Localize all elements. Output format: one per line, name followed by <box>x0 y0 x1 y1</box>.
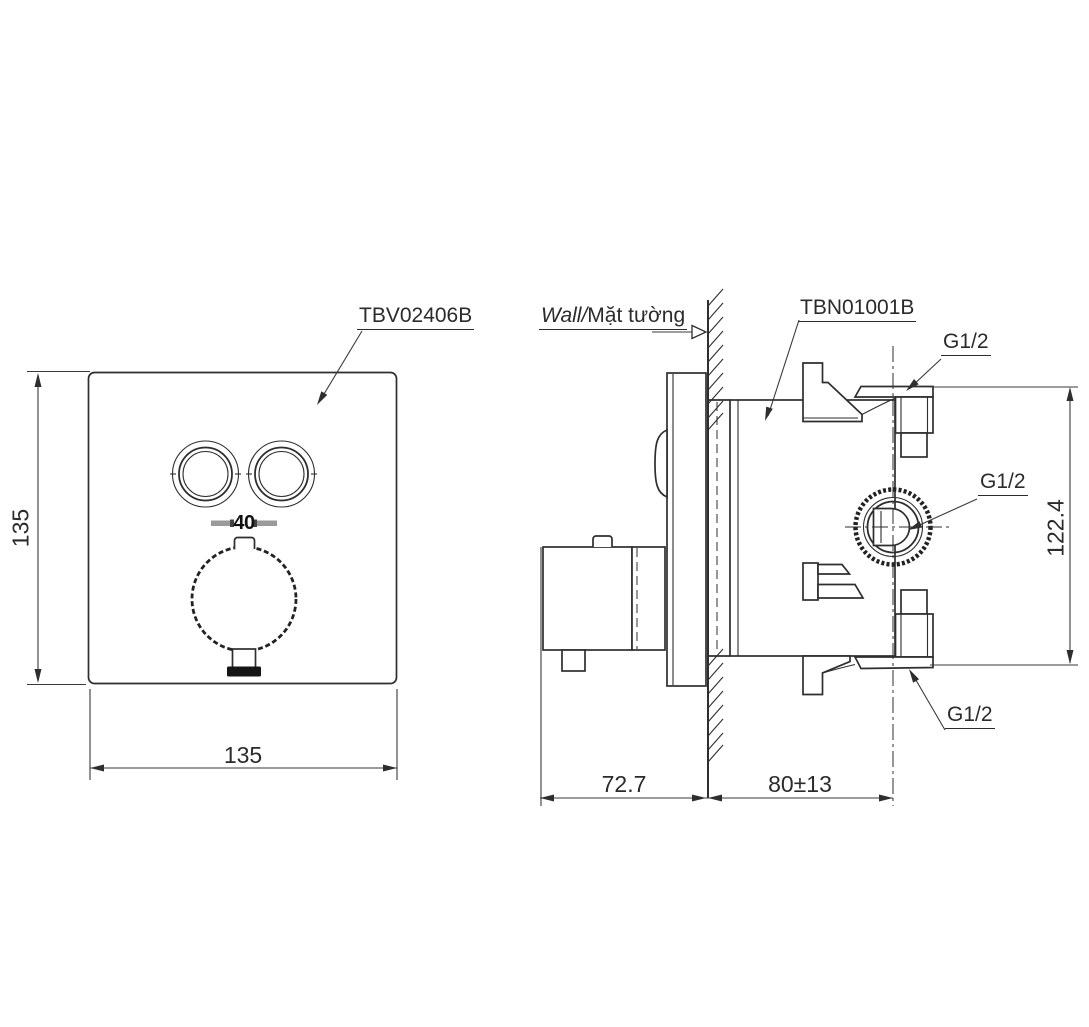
trim-label-leader <box>317 330 363 405</box>
front-width-dimension <box>89 689 398 780</box>
wall-hatching-bottom <box>707 648 724 763</box>
knob-top-notch <box>233 536 256 549</box>
g12-bottom-label: G1/2 <box>945 703 995 730</box>
port-bottom <box>853 589 934 670</box>
trim-depth-value: 72.7 <box>601 771 647 797</box>
wall-label-vi: Mặt tường <box>587 304 686 327</box>
knob-bottom-tab <box>231 648 257 670</box>
mounting-clip-bottom <box>802 655 851 696</box>
front-width-value: 135 <box>223 742 263 768</box>
front-height-value: 135 <box>7 508 34 548</box>
mounting-clip-top <box>802 362 863 423</box>
trim-part-label: TBV02406B <box>357 304 475 331</box>
wall-label: Wall/Mặt tường <box>539 304 688 331</box>
temperature-dial-value: 40 <box>233 512 255 534</box>
button-left <box>170 440 241 508</box>
depth-dimensions <box>540 794 893 802</box>
snap-clip-middle <box>802 562 865 601</box>
port-top <box>853 385 934 458</box>
front-height-dimension <box>27 370 90 686</box>
faceplate-side-profile <box>654 372 707 687</box>
g12-top-leader <box>906 358 942 391</box>
front-view <box>27 330 398 780</box>
faceplate-front <box>87 371 398 685</box>
g12-middle-label: G1/2 <box>978 470 1028 497</box>
body-height-dimension <box>930 386 1078 666</box>
g12-bottom-leader <box>909 669 946 731</box>
wall-pointer-arrow <box>691 324 708 340</box>
wall-label-en: Wall/ <box>541 304 588 327</box>
valve-body <box>708 346 952 806</box>
side-view <box>540 288 1078 806</box>
embed-depth-value: 80±13 <box>768 771 832 797</box>
thermostat-knob-front <box>190 536 298 677</box>
g12-top-label: G1/2 <box>941 330 991 357</box>
wall-hatching-top <box>707 288 724 431</box>
button-right <box>246 440 317 508</box>
valve-part-label: TBN01001B <box>798 296 917 323</box>
body-height-value: 122.4 <box>1042 499 1069 557</box>
g12-middle-leader <box>908 498 978 530</box>
valve-label-leader <box>765 319 800 421</box>
wall <box>652 288 724 798</box>
knob-side-tab <box>561 649 586 672</box>
knob-bottom-grip <box>227 666 261 677</box>
knob-side-notch <box>592 535 613 547</box>
temperature-mark-dashes <box>211 519 277 527</box>
buttons-side-bulge <box>654 428 668 499</box>
knob-side-profile <box>540 535 666 806</box>
